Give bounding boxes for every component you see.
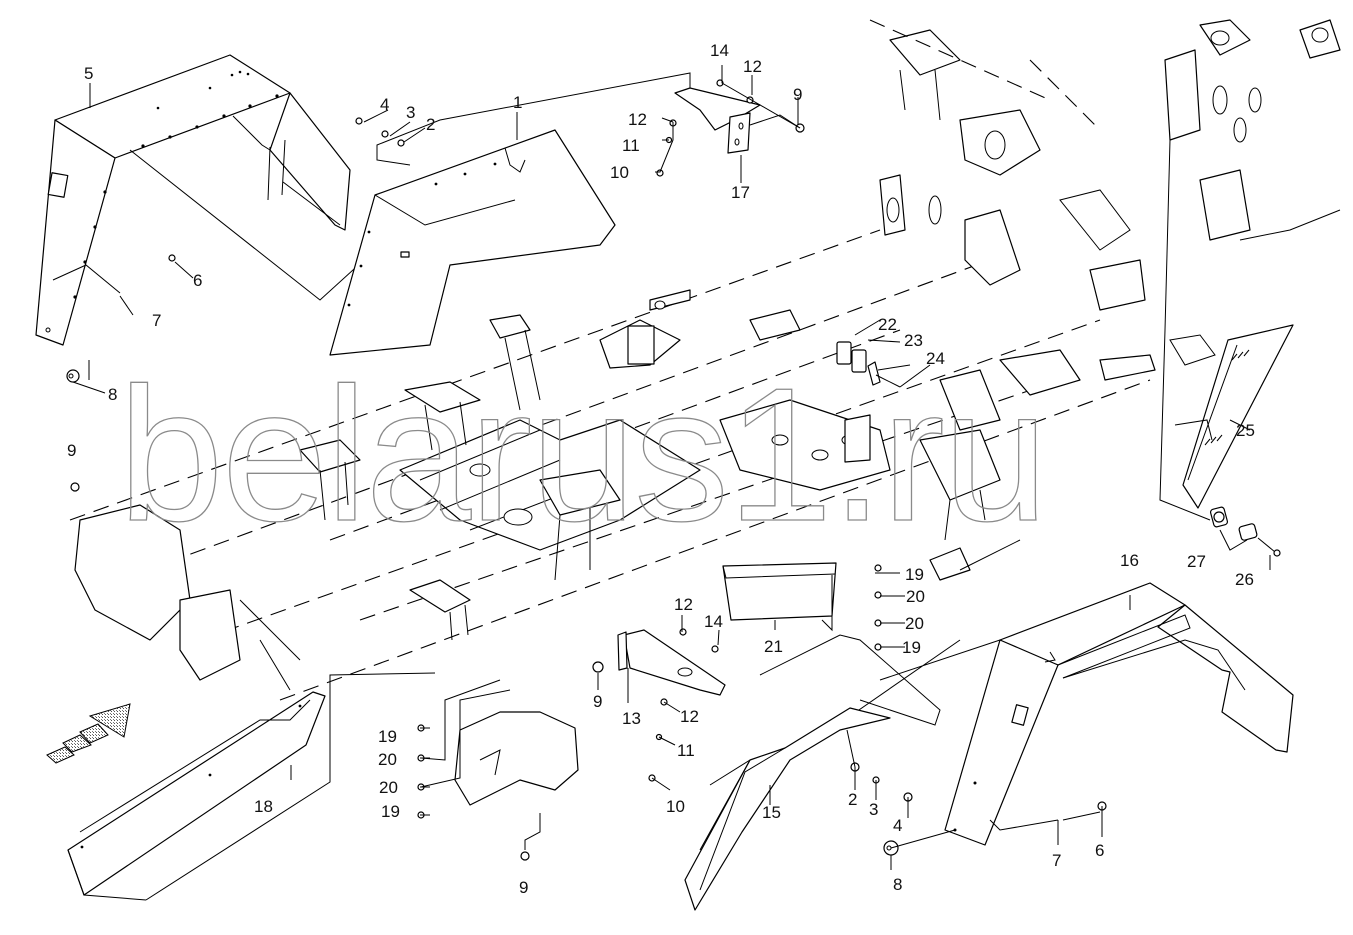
callout-5: 5 bbox=[84, 64, 93, 83]
parts-22-23-24 bbox=[836, 341, 901, 388]
callout-7a: 7 bbox=[152, 311, 161, 330]
callout-25: 25 bbox=[1236, 421, 1255, 440]
chassis-frame bbox=[69, 229, 1151, 701]
callout-20d: 20 bbox=[379, 778, 398, 797]
part-17-bracket bbox=[674, 87, 761, 154]
callout-27: 27 bbox=[1187, 552, 1206, 571]
callout-3a: 3 bbox=[406, 103, 415, 122]
callout-12a: 12 bbox=[743, 57, 762, 76]
callout-19a: 19 bbox=[905, 565, 924, 584]
callout-20b: 20 bbox=[905, 614, 924, 633]
callouts: 5 1 4 3 2 6 7 8 9 14 12 9 12 11 10 17 22… bbox=[67, 41, 1255, 897]
callout-2a: 2 bbox=[426, 115, 435, 134]
callout-8a: 8 bbox=[108, 385, 117, 404]
callout-10b: 10 bbox=[666, 797, 685, 816]
callout-2b: 2 bbox=[848, 790, 857, 809]
callout-7b: 7 bbox=[1052, 851, 1061, 870]
callout-6b: 6 bbox=[1095, 841, 1104, 860]
callout-17: 17 bbox=[731, 183, 750, 202]
callout-4a: 4 bbox=[380, 95, 389, 114]
callout-19c: 19 bbox=[378, 727, 397, 746]
callout-20a: 20 bbox=[906, 587, 925, 606]
callout-15: 15 bbox=[762, 803, 781, 822]
callout-26: 26 bbox=[1235, 570, 1254, 589]
callout-24: 24 bbox=[926, 349, 945, 368]
watermark: belarus1.ru bbox=[118, 349, 1047, 561]
callout-11a: 11 bbox=[622, 136, 640, 155]
callout-6a: 6 bbox=[193, 271, 202, 290]
callout-11b: 11 bbox=[677, 741, 695, 760]
callout-9a: 9 bbox=[67, 441, 76, 460]
part-18-side-cover bbox=[67, 672, 436, 901]
callout-12c: 12 bbox=[674, 595, 693, 614]
callout-10a: 10 bbox=[610, 163, 629, 182]
callout-23: 23 bbox=[904, 331, 923, 350]
part-15-side-cover bbox=[684, 707, 891, 911]
part-25-rear-cover bbox=[1174, 324, 1294, 509]
callout-4b: 4 bbox=[893, 816, 902, 835]
callout-14b: 14 bbox=[704, 612, 723, 631]
callout-19d: 19 bbox=[381, 802, 400, 821]
callout-19b: 19 bbox=[902, 638, 921, 657]
callout-9b: 9 bbox=[793, 85, 802, 104]
callout-3b: 3 bbox=[869, 800, 878, 819]
callout-16: 16 bbox=[1120, 551, 1139, 570]
parts-26-27 bbox=[1209, 506, 1276, 553]
callout-9c: 9 bbox=[593, 692, 602, 711]
callout-21: 21 bbox=[764, 637, 783, 656]
callout-1: 1 bbox=[513, 93, 522, 112]
part-16-right-fender bbox=[759, 582, 1294, 846]
bottom-center-bracket bbox=[454, 711, 579, 806]
part-5-left-fender bbox=[35, 54, 431, 346]
callout-13: 13 bbox=[622, 709, 641, 728]
rear-frame bbox=[869, 19, 1341, 541]
travel-direction-arrow bbox=[46, 703, 131, 764]
callout-22: 22 bbox=[878, 315, 897, 334]
callout-20c: 20 bbox=[378, 750, 397, 769]
leader-lines bbox=[52, 65, 1271, 870]
callout-14a: 14 bbox=[710, 41, 729, 60]
part-13-bracket bbox=[617, 629, 726, 696]
callout-8b: 8 bbox=[893, 875, 902, 894]
callout-9d: 9 bbox=[519, 878, 528, 897]
callout-18: 18 bbox=[254, 797, 273, 816]
callout-12d: 12 bbox=[680, 707, 699, 726]
part-1-center-cover bbox=[329, 72, 691, 356]
part-21-shield bbox=[722, 562, 837, 632]
callout-12b: 12 bbox=[628, 110, 647, 129]
